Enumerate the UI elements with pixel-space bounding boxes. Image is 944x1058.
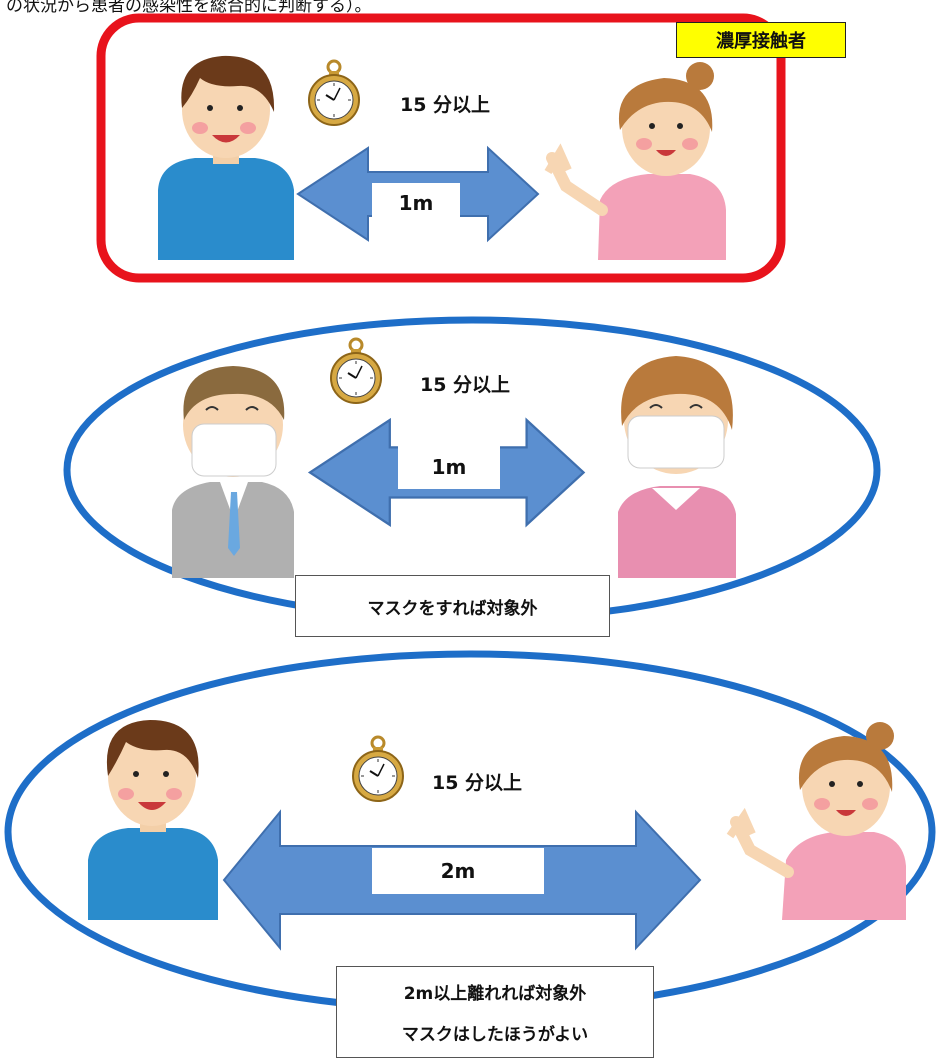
header-text: の状況から患者の感染性を総合的に判断する）。: [6, 0, 372, 16]
duration-label-3: 15 分以上: [432, 772, 523, 794]
masked-woman-figure: [618, 356, 736, 578]
duration-label-1: 15 分以上: [400, 94, 491, 116]
distance-exempt-caption: 2m以上離れれば対象外 マスクはしたほうがよい: [336, 966, 654, 1058]
masked-man-figure: [172, 366, 294, 578]
duration-label-2: 15 分以上: [420, 374, 511, 396]
close-contact-tag: 濃厚接触者: [676, 22, 846, 58]
close-contact-frame: [96, 13, 786, 283]
pocket-watch-icon-3: [351, 735, 405, 803]
pocket-watch-icon-1: [307, 59, 361, 127]
pocket-watch-icon-2: [329, 337, 383, 405]
distance-label-1: 1m: [372, 183, 460, 223]
distance-label-3: 2m: [372, 848, 544, 894]
distance-exempt-line-2: マスクはしたほうがよい: [401, 1025, 589, 1045]
girl-figure-1: [544, 62, 726, 260]
boy-figure-1: [158, 55, 294, 260]
boy-figure-2: [88, 720, 218, 920]
distance-exempt-line-1: 2m以上離れれば対象外: [403, 984, 587, 1004]
girl-figure-2: [726, 722, 906, 920]
mask-exempt-caption: マスクをすれば対象外: [295, 575, 610, 637]
distance-label-2: 1m: [398, 445, 500, 489]
